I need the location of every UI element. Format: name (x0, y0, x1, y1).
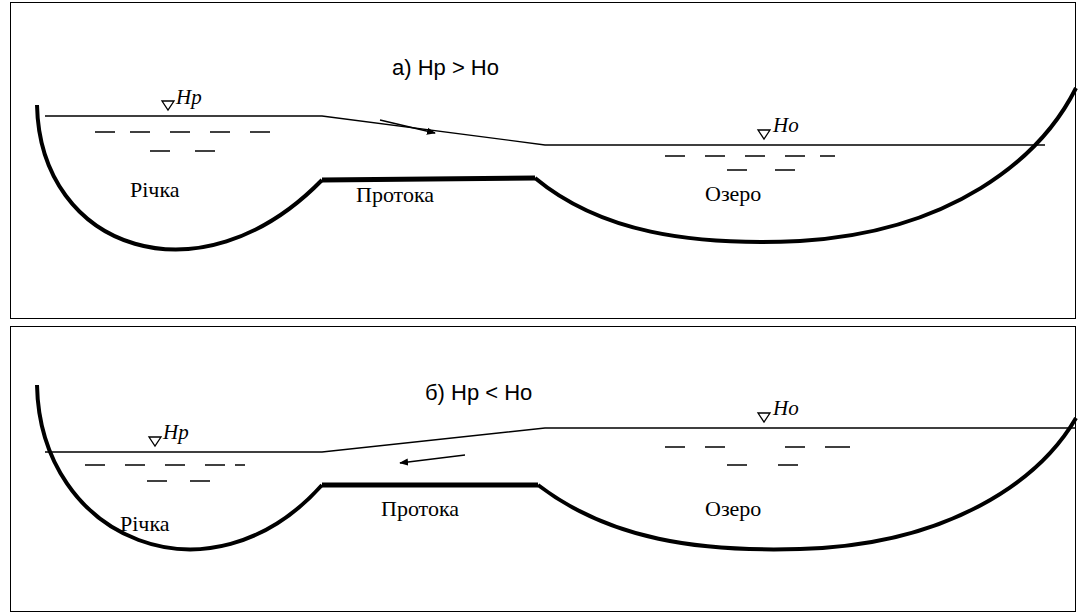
river-bed (37, 385, 322, 549)
panel-b-drawing (37, 385, 1076, 549)
lake-bed (538, 418, 1076, 549)
level-mark (149, 437, 161, 446)
panel-a-drawing (37, 88, 1076, 249)
level-mark (758, 130, 770, 139)
level-label: Hр (176, 86, 202, 109)
level-mark (758, 413, 770, 422)
level-mark (162, 101, 174, 110)
water-body-name: Річка (120, 512, 170, 536)
level-label: Hо (773, 397, 799, 420)
lake-bed (535, 88, 1076, 242)
diagram-panel: а) Hр > Hо HрHоРічка Протока Озеро (10, 2, 1076, 319)
river-bed (37, 105, 322, 249)
water-body-name: Озеро (705, 497, 761, 521)
water-surface (45, 428, 1076, 452)
water-surface (45, 116, 1045, 145)
channel-bed (322, 178, 535, 180)
water-dashes (95, 132, 835, 170)
water-body-name: Протока (356, 183, 434, 207)
level-label: Hр (163, 421, 189, 444)
level-label: Hо (773, 114, 799, 137)
panel-heading: б) Hр < Hо (425, 381, 532, 405)
water-body-name: Протока (381, 497, 459, 521)
channel-bed (322, 483, 538, 488)
panel-heading: а) Hр > Hо (392, 56, 499, 80)
water-dashes (85, 447, 850, 481)
water-body-name: Річка (130, 178, 180, 202)
diagram-panel: б) Hр < Hо Hр HоРічка Протока Озеро (10, 326, 1076, 612)
flow-arrow (400, 455, 465, 463)
water-body-name: Озеро (705, 182, 761, 206)
flow-arrow (380, 120, 435, 133)
